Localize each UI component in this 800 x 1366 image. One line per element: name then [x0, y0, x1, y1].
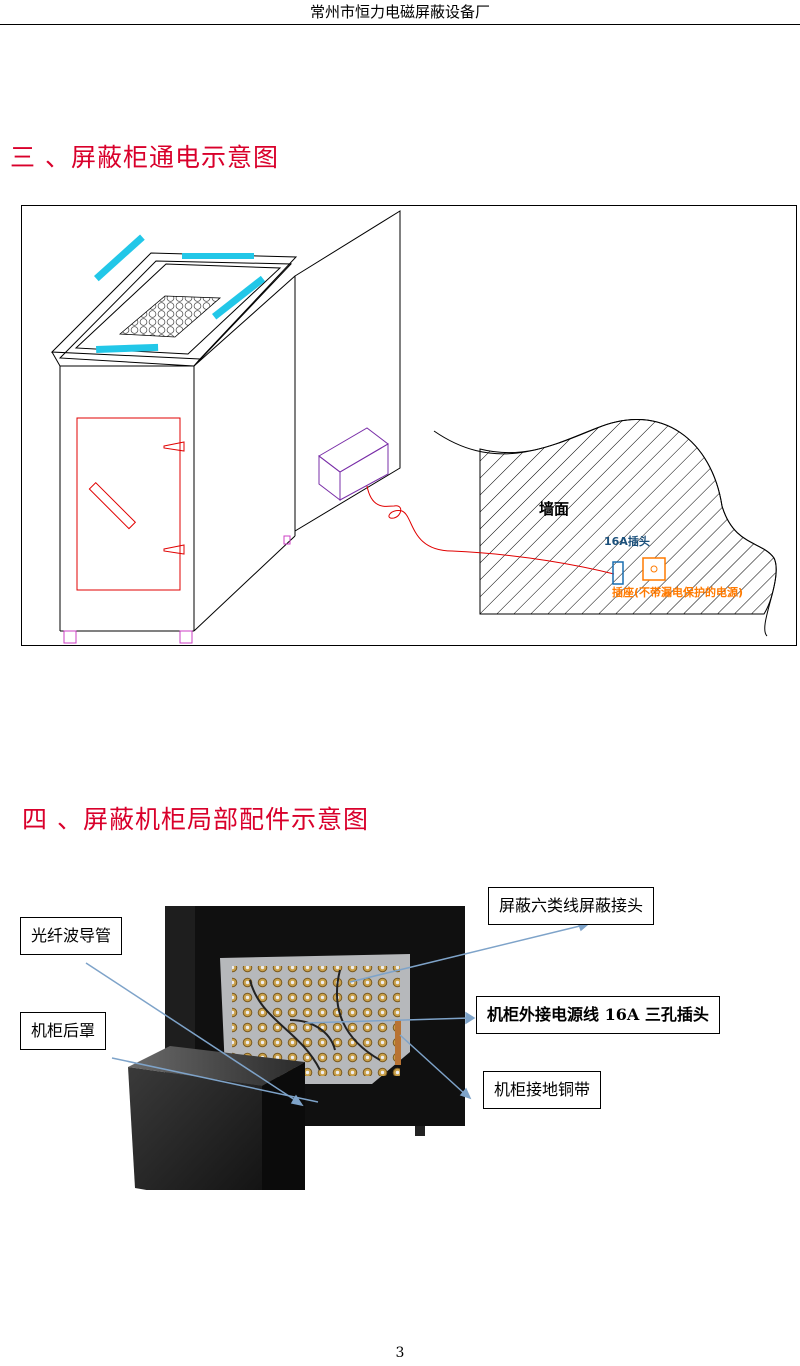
callout-power-plug: 机柜外接电源线 16A 三孔插头	[476, 996, 720, 1034]
wall-hatch	[479, 419, 777, 615]
socket	[642, 557, 666, 581]
rear-cover-top	[128, 1046, 305, 1086]
junction-box	[318, 427, 389, 502]
power-cable	[366, 485, 615, 575]
wall-label: 墙面	[539, 500, 570, 518]
callout-rear-cover: 机柜后罩	[20, 1012, 107, 1050]
power-diagram-svg	[50, 210, 777, 644]
cabinet-rear-photo	[0, 870, 800, 1210]
rear-cover-front	[128, 1067, 262, 1210]
callout-cat6-connector: 屏蔽六类线屏蔽接头	[488, 887, 655, 925]
plug-label: 16A插头	[604, 535, 650, 548]
callout-ground-strip: 机柜接地铜带	[483, 1071, 602, 1109]
page-header: 常州市恒力电磁屏蔽设备厂	[0, 0, 800, 25]
cabinet	[50, 234, 298, 644]
callout-fiber-waveguide: 光纤波导管	[20, 917, 123, 955]
socket-label: 插座(不带漏电保护的电源)	[612, 586, 744, 599]
section-heading-accessories: 四 、屏蔽机柜局部配件示意图	[22, 805, 369, 834]
power-diagram: 墙面 16A插头 插座(不带漏电保护的电源)	[21, 205, 797, 646]
page-number: 3	[395, 1345, 405, 1361]
ground-copper-strip	[395, 1020, 401, 1065]
cabinet-rear-photo-svg	[85, 906, 590, 1210]
plug-16a	[612, 561, 624, 585]
section-heading-power: 三 、屏蔽柜通电示意图	[10, 143, 279, 172]
open-door-panel	[294, 210, 401, 532]
